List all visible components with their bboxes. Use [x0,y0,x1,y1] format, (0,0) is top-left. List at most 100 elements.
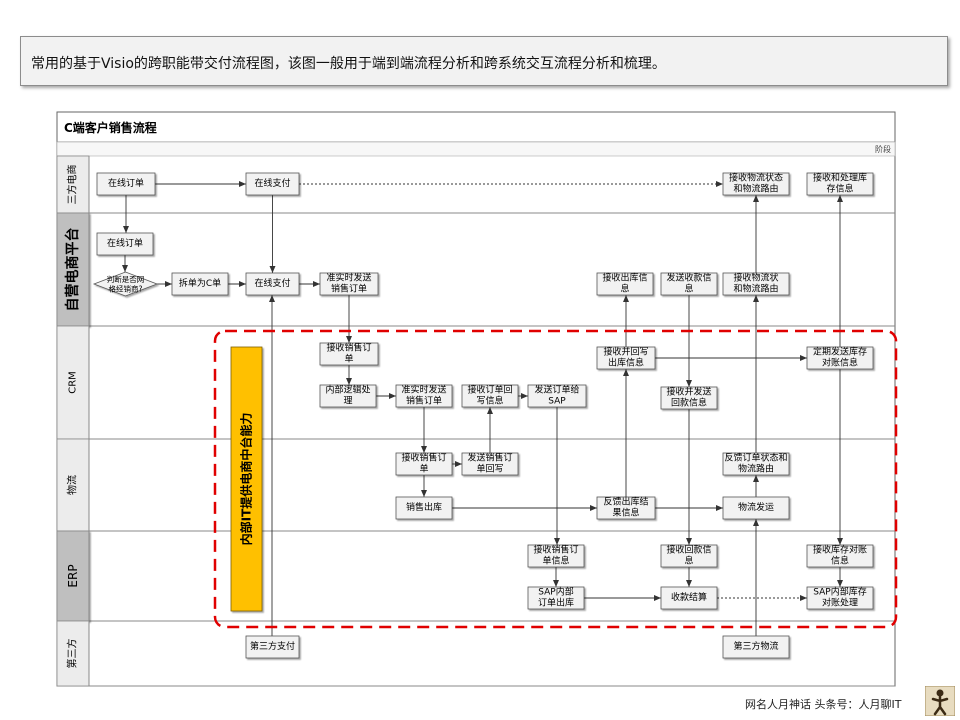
node-text: 准实时发送 [401,384,446,396]
node-text: 接收回款信 [666,544,711,556]
node-text: 发送收款信 [666,272,711,284]
node-text: 单回写 [476,463,503,475]
flow-node-n5: 在线订单 [96,232,154,256]
diagram-title: C端客户销售流程 [64,120,157,135]
flow-node-n2: 在线支付 [245,172,300,196]
caption-box: 常用的基于Visio的跨职能带交付流程图，该图一般用于端到端流程分析和跨系统交互… [20,36,948,86]
node-text: 销售订单 [331,283,367,295]
node-text: 接收库存对账 [813,544,867,556]
banner-text: 内部IT提供电商中台能力 [239,413,254,546]
node-text: 对账信息 [822,357,858,369]
node-text: 接收并发送 [666,386,711,398]
node-text: SAP内部 [538,586,573,598]
node-text: 在线支付 [254,177,290,189]
node-text: 接收销售订 [533,544,578,556]
node-text: 接收订单回 [467,384,512,396]
lane-header-logistics [56,438,90,532]
node-text: 物流发运 [738,501,774,513]
node-text: 接收和处理库 [813,172,867,184]
node-text: 果信息 [612,507,639,519]
node-text: 接收销售订 [326,342,371,354]
node-text: 在线订单 [107,237,143,249]
lane-label-crm: CRM [68,371,79,394]
node-text: 对账处理 [822,597,858,609]
footer-text: 网名人月神话 头条号：人月聊IT [745,698,902,711]
lane-label-logistics: 物流 [66,475,79,495]
node-text: 发送订单给 [534,384,579,396]
lane-label-own_ec: 自营电商平台 [64,228,81,312]
internal-it-dashed-region [213,329,898,629]
lane-label-erp: ERP [66,564,80,587]
caption-text: 常用的基于Visio的跨职能带交付流程图，该图一般用于端到端流程分析和跨系统交互… [31,56,666,72]
node-text: 单 [344,353,353,365]
node-text: 在线支付 [254,277,290,289]
node-text: 准实时发送 [326,272,371,284]
node-text: 第三方支付 [250,640,295,652]
flow-node-n7: 在线支付 [245,272,300,296]
node-text: 订单出库 [538,597,574,609]
node-text: 收款结算 [671,591,707,603]
lane-label-third_ec: 三方电商 [66,165,79,205]
node-text: 定期发送库存 [813,346,867,358]
node-text: 物流路由 [738,463,774,475]
flow-edges [122,181,843,636]
node-text: 接收并回写 [603,346,648,358]
node-text: 销售订单 [406,395,442,407]
node-text: 出库信息 [608,357,644,369]
node-text: SAP内部库存 [813,586,866,598]
node-text: 判断是否网 [107,274,145,284]
node-text: 内部逻辑处 [325,384,370,396]
node-text: 格经销商? [109,283,143,293]
node-text: 反馈出库结 [603,496,648,508]
flow-nodes: 在线订单在线支付接收物流状态和物流路由接收和处理库存信息在线订单判断是否网格经销… [92,172,874,659]
flow-node-n25: 物流发运 [722,496,790,520]
banner-box [230,346,263,612]
node-text: 反馈订单状态和 [724,452,787,464]
node-text: 接收出库信 [602,272,647,284]
node-text: 接收物流状态 [729,172,783,184]
node-text: 写信息 [476,395,503,407]
node-text: 息 [684,555,693,567]
phase-label: 阶段 [875,144,891,154]
node-text: 和物流路由 [733,183,778,195]
node-text: 理 [343,396,352,407]
node-text: 息 [684,283,693,295]
node-text: 第三方物流 [733,640,778,652]
node-text: 接收销售订 [401,452,446,464]
node-text: 单 [419,463,428,475]
node-text: 销售出库 [406,501,442,513]
node-text: 在线订单 [108,177,144,189]
node-text: 和物流路由 [733,283,778,295]
flow-node-n6: 拆单为C单 [171,272,229,296]
node-text: 存信息 [826,183,853,195]
node-text: 信息 [831,555,849,567]
node-text: 接收物流状 [733,272,778,284]
flow-node-n1: 在线订单 [96,172,156,196]
node-text: 拆单为C单 [179,277,221,289]
node-text: 发送销售订 [467,452,512,464]
lane-label-third_party: 第三方 [66,639,79,669]
